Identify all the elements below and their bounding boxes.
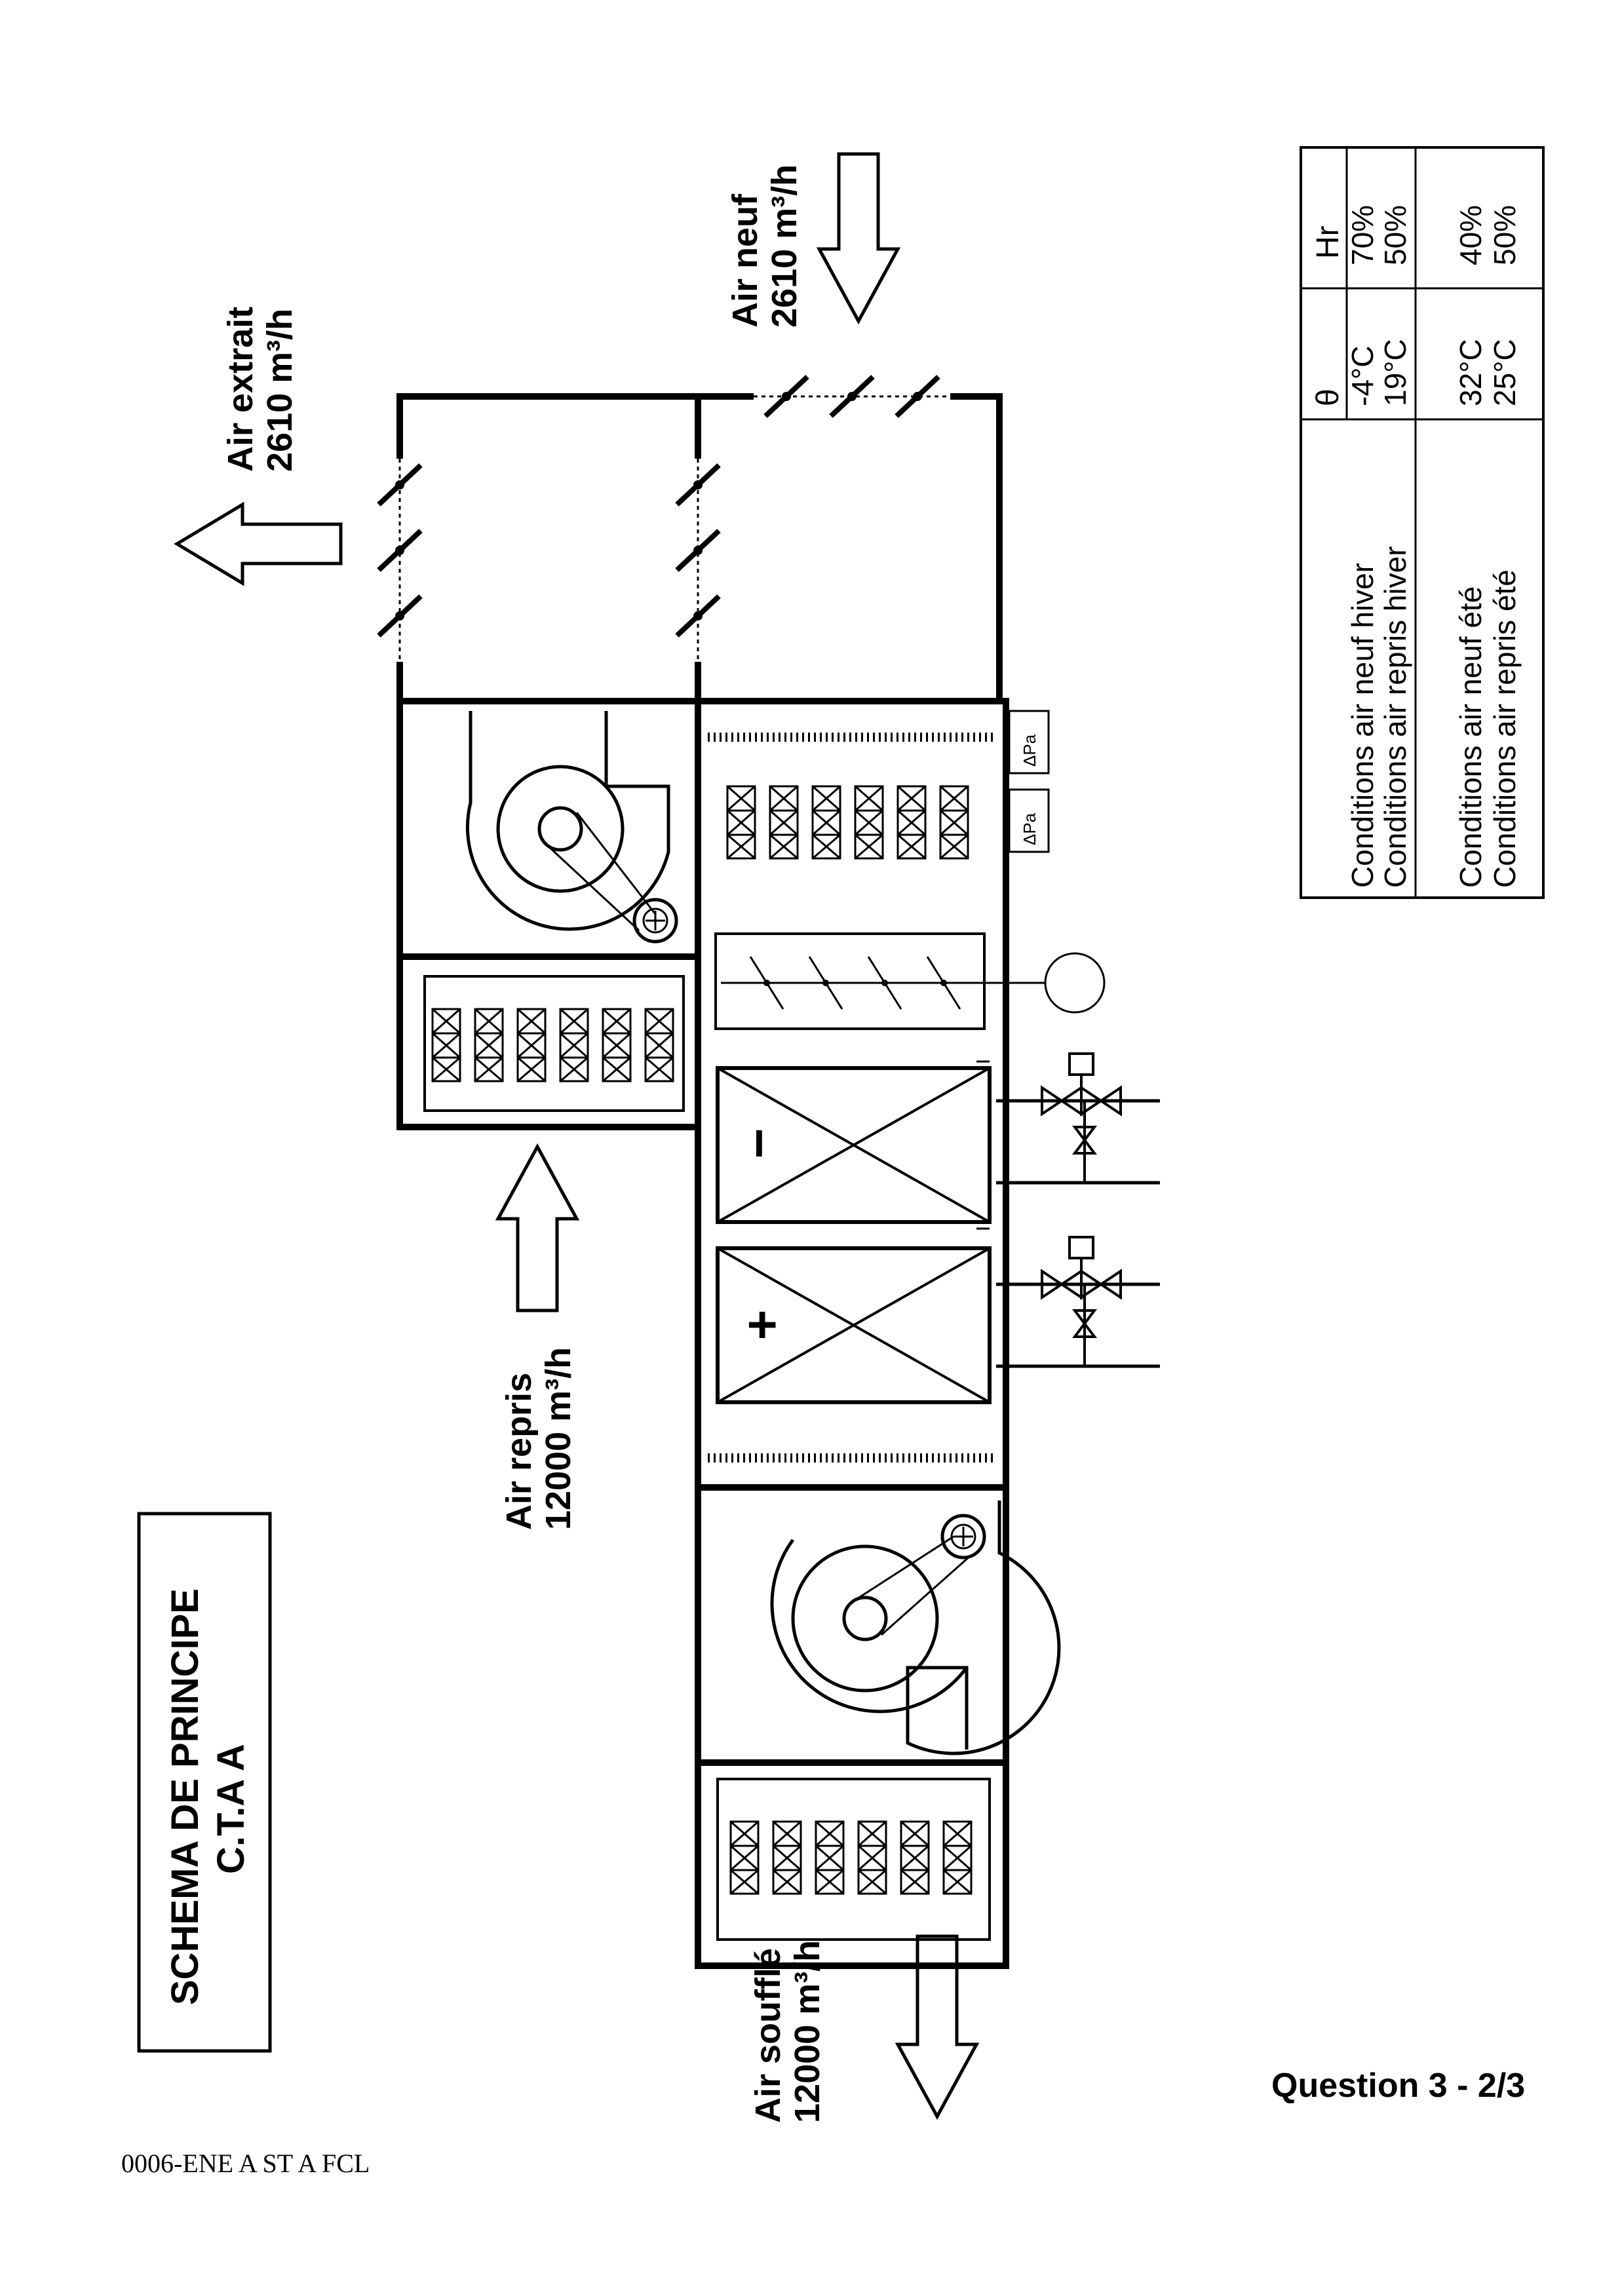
- title-line-2: C.T.A A: [210, 1744, 252, 1874]
- row-3-hr: 40%: [1454, 205, 1488, 265]
- table-header-theta: θ: [1311, 389, 1345, 406]
- dp-gauge-1: ΔPa: [1008, 710, 1050, 775]
- title-line-1: SCHEMA DE PRINCIPE: [164, 1588, 206, 2005]
- heating-coil-symbol: +: [733, 1310, 791, 1341]
- flow-souffle-label: Air soufflé: [748, 1948, 788, 2123]
- flow-repris-label: Air repris: [499, 1373, 539, 1530]
- return-fan-wheel: [496, 765, 625, 893]
- row-3-label: Conditions air neuf été: [1454, 586, 1488, 888]
- flow-neuf-value: 2610 m³/h: [765, 164, 804, 328]
- cooling-coil-symbol: −: [729, 1128, 788, 1159]
- supply-fan-wheel: [791, 1544, 939, 1693]
- mixing-box-exhaust-frame: [396, 393, 701, 459]
- return-fan: [465, 711, 678, 944]
- dp-gauge-1-label: ΔPa: [1020, 734, 1039, 767]
- flow-extrait-value: 2610 m³/h: [260, 309, 299, 472]
- dp-gauge-2: ΔPa: [1008, 788, 1050, 853]
- return-filter-cells: [431, 1008, 674, 1082]
- row-1-theta: -4°C: [1345, 345, 1379, 406]
- flow-extrait-label: Air extrait: [221, 307, 260, 472]
- row-3-theta: 32°C: [1454, 339, 1488, 406]
- title-frame: [137, 1512, 272, 2053]
- flow-extrait: Air extrait 2610 m³/h: [174, 307, 343, 586]
- return-filter-box: [396, 953, 701, 1130]
- row-2-theta: 19°C: [1378, 339, 1412, 406]
- flow-neuf-label: Air neuf: [725, 193, 765, 328]
- supply-prefilter: [708, 733, 996, 860]
- heating-coil: +: [716, 1246, 992, 1404]
- flow-repris-value: 12000 m³/h: [539, 1347, 578, 1530]
- return-filter-frame: [423, 975, 685, 1112]
- row-2-label: Conditions air repris hiver: [1378, 546, 1412, 888]
- row-4-label: Conditions air repris été: [1488, 569, 1522, 888]
- footer-code: 0006-ENE A ST A FCL: [121, 2149, 370, 2178]
- conditions-table: θ Hr Conditions air neuf hiver -4°C 70% …: [1300, 146, 1545, 899]
- heating-coil-valve-set: [996, 1237, 1160, 1366]
- row-4-theta: 25°C: [1488, 339, 1522, 406]
- supply-final-filter: [716, 1778, 991, 1941]
- return-fan-motor-icon: [632, 898, 678, 944]
- supply-damper: [714, 932, 1106, 1030]
- row-2-hr: 50%: [1378, 205, 1412, 265]
- flow-neuf: Air neuf 2610 m³/h: [725, 152, 901, 328]
- supply-fan: [770, 1501, 1061, 1755]
- supply-section: ΔPa ΔPa −: [695, 698, 1160, 1969]
- dp-gauge-2-label: ΔPa: [1020, 813, 1039, 845]
- mixing-box: [379, 377, 1003, 701]
- supply-casing: [695, 698, 1009, 1969]
- arrow-repris: [495, 1143, 580, 1312]
- table-header-hr: Hr: [1311, 225, 1345, 259]
- row-1-label: Conditions air neuf hiver: [1345, 563, 1379, 888]
- supply-fan-motor-icon: [940, 1514, 986, 1559]
- damper-fresh-3: [897, 377, 938, 416]
- flow-repris: Air repris 12000 m³/h: [495, 1143, 580, 1530]
- damper-actuator-icon: [1044, 952, 1106, 1014]
- row-1-hr: 70%: [1345, 205, 1379, 265]
- cooling-coil: −: [716, 1060, 992, 1230]
- row-4-hr: 50%: [1488, 205, 1522, 265]
- arrow-extrait: [174, 501, 343, 586]
- arrow-souffle: [895, 1934, 980, 2120]
- conditions-table-frame: [1300, 146, 1545, 899]
- question-label: Question 3 - 2/3: [1271, 2067, 1525, 2105]
- flow-souffle: Air soufflé 12000 m³/h: [748, 1934, 980, 2123]
- title-block: SCHEMA DE PRINCIPE C.T.A A: [137, 1512, 272, 2053]
- cooling-coil-valve-set: [996, 1054, 1160, 1183]
- flow-souffle-value: 12000 m³/h: [788, 1940, 827, 2123]
- arrow-neuf: [816, 152, 901, 325]
- return-section: [396, 698, 701, 1130]
